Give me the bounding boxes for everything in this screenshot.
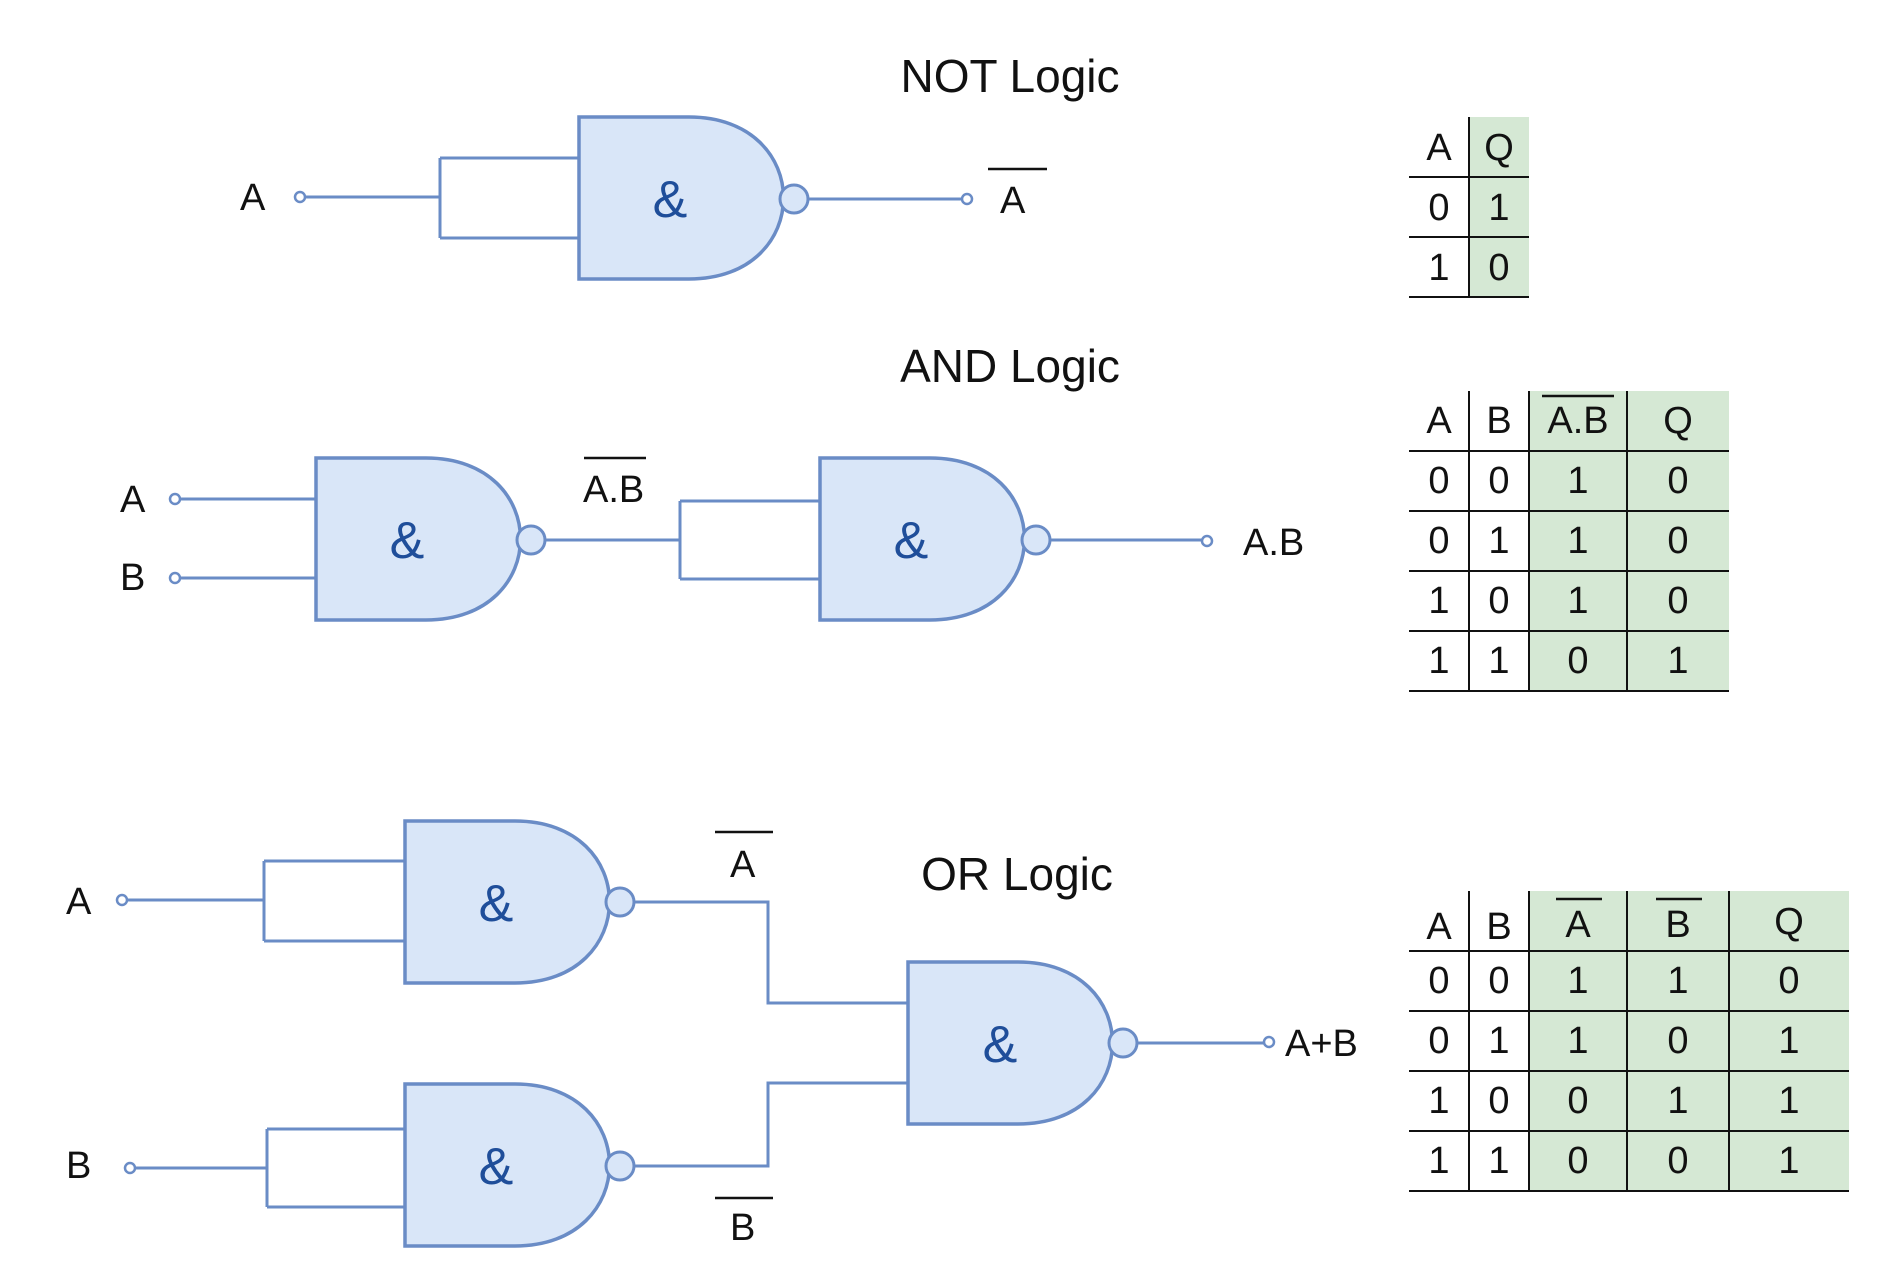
or-table-cell: 1 <box>1667 1080 1688 1122</box>
and-input-a-terminal <box>168 492 182 506</box>
or-gate-b-bubble <box>604 1150 636 1182</box>
or-table-cell: 0 <box>1428 1020 1449 1062</box>
or-table-header: B <box>1665 904 1690 946</box>
or-table-header: B <box>1486 906 1511 948</box>
or-table-cell: 1 <box>1567 1020 1588 1062</box>
or-table-cell: 0 <box>1488 960 1509 1002</box>
or-table-cell: 0 <box>1488 1080 1509 1122</box>
or-table-shade <box>1529 891 1849 1191</box>
or-gate-final-bubble <box>1107 1027 1139 1059</box>
or-table-cell: 1 <box>1428 1080 1449 1122</box>
and-table-header: Q <box>1663 400 1693 442</box>
or-gate-a-symbol: & <box>479 875 514 933</box>
not-table-cell: 1 <box>1428 247 1449 289</box>
not-output-label: A <box>1000 180 1026 222</box>
and-gate-2-bubble <box>1020 524 1052 556</box>
and-input-b-label: B <box>120 557 145 599</box>
and-table-cell: 1 <box>1428 580 1449 622</box>
or-truth-table: A B A B Q 0 0 1 1 0 0 1 1 0 1 1 0 0 1 1 … <box>1409 891 1849 1192</box>
or-table-cell: 0 <box>1778 960 1799 1002</box>
or-output-label: A+B <box>1285 1023 1358 1065</box>
or-table-cell: 0 <box>1428 960 1449 1002</box>
or-table-header: A <box>1426 906 1452 948</box>
not-table-header: Q <box>1484 127 1514 169</box>
not-table-cell: 1 <box>1488 187 1509 229</box>
and-table-cell: 1 <box>1567 520 1588 562</box>
and-table-cell: 0 <box>1567 640 1588 682</box>
and-table-cell: 1 <box>1488 640 1509 682</box>
or-input-b-terminal <box>123 1161 137 1175</box>
and-table-cell: 0 <box>1428 460 1449 502</box>
not-input-label: A <box>240 177 266 219</box>
and-table-cell: 1 <box>1567 580 1588 622</box>
or-table-cell: 0 <box>1567 1080 1588 1122</box>
and-table-header: A <box>1426 400 1452 442</box>
and-table-cell: 1 <box>1567 460 1588 502</box>
or-table-cell: 1 <box>1488 1140 1509 1182</box>
or-table-cell: 1 <box>1567 960 1588 1002</box>
or-input-a-label: A <box>66 881 92 923</box>
or-input-b-wires <box>135 1127 405 1209</box>
or-table-header: Q <box>1774 901 1804 943</box>
not-logic-title: NOT Logic <box>900 50 1119 102</box>
or-not-b-wire <box>634 1081 908 1168</box>
or-table-cell: 1 <box>1667 960 1688 1002</box>
and-truth-table: A B A.B Q 0 0 1 0 0 1 1 0 1 0 1 0 1 1 0 … <box>1409 391 1729 692</box>
or-table-cell: 1 <box>1778 1020 1799 1062</box>
and-gate-1-bubble <box>515 524 547 556</box>
or-table-cell: 1 <box>1778 1080 1799 1122</box>
not-output-terminal <box>960 192 974 206</box>
or-input-a-wires <box>127 859 405 943</box>
and-table-cell: 1 <box>1488 520 1509 562</box>
not-input-wires <box>305 156 579 240</box>
or-table-cell: 1 <box>1778 1140 1799 1182</box>
and-table-cell: 0 <box>1667 520 1688 562</box>
or-output-terminal <box>1262 1035 1276 1049</box>
and-table-cell: 0 <box>1667 580 1688 622</box>
not-gate-symbol: & <box>653 171 688 229</box>
and-table-header: A.B <box>1547 400 1608 442</box>
not-truth-table: A Q 0 1 1 0 <box>1409 117 1529 298</box>
not-table-header: A <box>1426 127 1452 169</box>
not-table-shade <box>1469 117 1529 297</box>
or-logic-title: OR Logic <box>921 848 1113 900</box>
and-input-b-terminal <box>168 571 182 585</box>
or-gate-b-symbol: & <box>479 1138 514 1196</box>
and-logic-title: AND Logic <box>900 340 1120 392</box>
and-table-header: B <box>1486 400 1511 442</box>
and-input-a-label: A <box>120 479 146 521</box>
and-table-cell: 0 <box>1488 460 1509 502</box>
and-table-cell: 1 <box>1667 640 1688 682</box>
and-output-label: A.B <box>1243 522 1304 564</box>
and-gate-1-symbol: & <box>390 512 425 570</box>
or-table-cell: 0 <box>1667 1020 1688 1062</box>
and-table-cell: 0 <box>1488 580 1509 622</box>
not-table-cell: 0 <box>1428 187 1449 229</box>
and-gate-2-symbol: & <box>894 512 929 570</box>
and-table-cell: 1 <box>1428 640 1449 682</box>
or-input-a-terminal <box>115 893 129 907</box>
and-output-terminal <box>1200 534 1214 548</box>
or-table-header: A <box>1565 904 1591 946</box>
or-not-a-wire <box>634 900 908 1005</box>
not-gate-bubble <box>778 183 810 215</box>
not-table-cell: 0 <box>1488 247 1509 289</box>
and-table-shade <box>1529 391 1729 691</box>
or-gate-a-bubble <box>604 886 636 918</box>
and-table-cell: 0 <box>1667 460 1688 502</box>
and-intermediate-label: A.B <box>583 469 644 511</box>
or-table-cell: 1 <box>1428 1140 1449 1182</box>
or-not-a-label: A <box>730 844 756 886</box>
or-input-b-label: B <box>66 1145 91 1187</box>
or-table-cell: 0 <box>1667 1140 1688 1182</box>
or-table-cell: 1 <box>1488 1020 1509 1062</box>
not-input-terminal <box>293 190 307 204</box>
and-table-cell: 0 <box>1428 520 1449 562</box>
and-intermediate-wires <box>545 499 820 581</box>
and-input-wires <box>180 497 316 580</box>
or-table-cell: 0 <box>1567 1140 1588 1182</box>
or-gate-final-symbol: & <box>983 1016 1018 1074</box>
or-not-b-label: B <box>730 1207 755 1249</box>
